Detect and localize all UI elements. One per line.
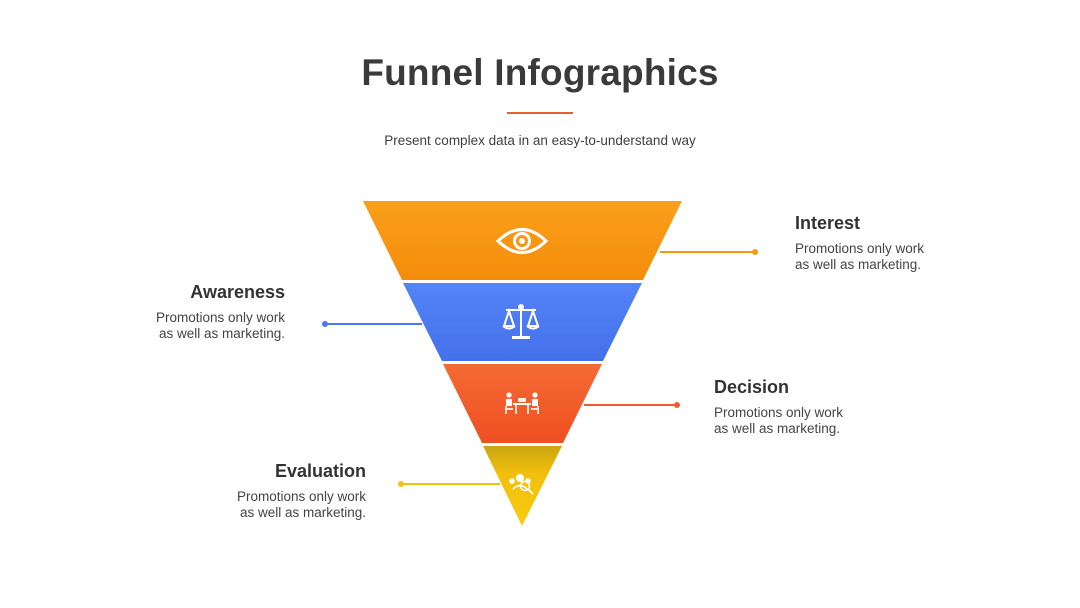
- scales-icon: [502, 304, 540, 339]
- title-underline: [507, 112, 573, 114]
- stage-evaluation: Evaluation Promotions only work as well …: [166, 461, 366, 521]
- stage-decision-description: Promotions only work as well as marketin…: [714, 405, 914, 437]
- stage-evaluation-desc-line2: as well as marketing.: [239, 505, 366, 520]
- connector-evaluation: [398, 481, 500, 487]
- connector-decision: [584, 402, 680, 408]
- stage-evaluation-description: Promotions only work as well as marketin…: [166, 489, 366, 521]
- stage-interest: Interest Promotions only work as well as…: [795, 213, 995, 273]
- page-title: Funnel Infographics: [361, 52, 719, 93]
- connector-interest: [660, 249, 758, 255]
- stage-evaluation-title: Evaluation: [274, 461, 366, 481]
- connector-awareness: [322, 321, 422, 327]
- eye-icon: [495, 228, 549, 254]
- stage-awareness-desc-line2: as well as marketing.: [158, 326, 285, 341]
- stage-awareness-desc-line1: Promotions only work: [155, 310, 285, 325]
- stage-interest-description: Promotions only work as well as marketin…: [795, 241, 995, 273]
- stage-interest-desc-line2: as well as marketing.: [795, 257, 922, 272]
- page-subtitle: Present complex data in an easy-to-under…: [384, 133, 696, 148]
- stage-decision-desc-line1: Promotions only work: [714, 405, 844, 420]
- stage-awareness: Awareness Promotions only work as well a…: [85, 282, 285, 342]
- funnel-segment-awareness: [403, 283, 642, 361]
- stage-interest-desc-line1: Promotions only work: [795, 241, 925, 256]
- stage-awareness-title: Awareness: [190, 282, 285, 302]
- stage-awareness-description: Promotions only work as well as marketin…: [85, 310, 285, 342]
- stage-decision-desc-line2: as well as marketing.: [714, 421, 841, 436]
- meeting-icon: [505, 392, 539, 414]
- stage-decision: Decision Promotions only work as well as…: [714, 377, 914, 437]
- stage-evaluation-desc-line1: Promotions only work: [236, 489, 366, 504]
- stage-decision-title: Decision: [714, 377, 790, 397]
- stage-interest-title: Interest: [795, 213, 861, 233]
- team-search-icon: [509, 474, 534, 495]
